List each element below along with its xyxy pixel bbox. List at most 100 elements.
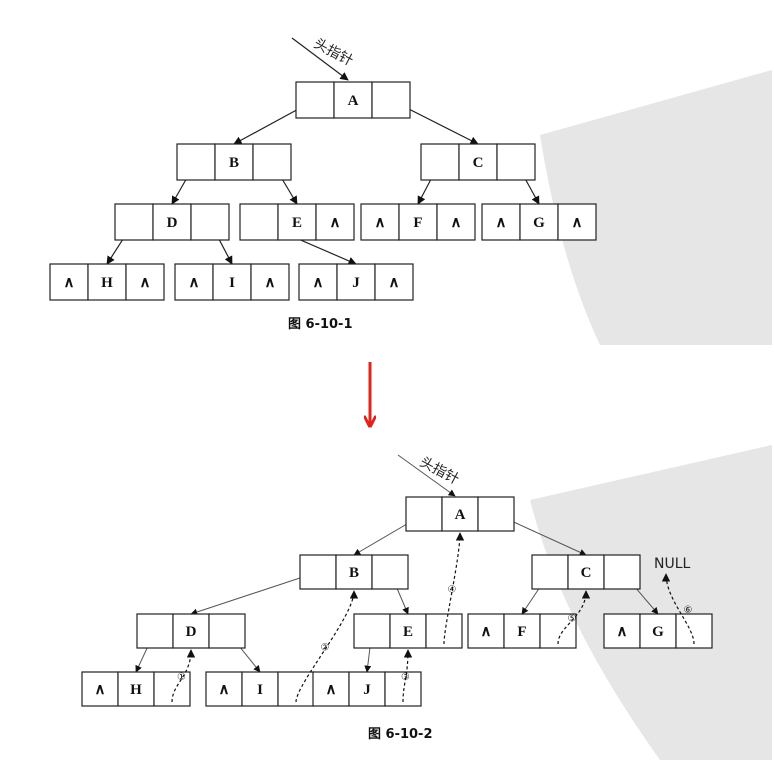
- fig1-node-G-cell-2: [557, 203, 597, 241]
- fig2-node-F-left: ∧: [481, 624, 492, 640]
- fig2-edge-B-D: [190, 571, 319, 616]
- figure2-head-pointer: 头指针: [397, 454, 462, 497]
- thread-J-E: [402, 649, 413, 703]
- fig1-node-J-left: ∧: [313, 275, 324, 291]
- figure1-head-pointer: 头指针: [291, 36, 356, 81]
- fig1-node-C-label: C: [473, 155, 484, 171]
- fig1-node-B-label: B: [229, 155, 239, 171]
- fig1-node-E: E∧: [239, 203, 355, 241]
- fig1-node-D-cell-0: [114, 203, 154, 241]
- fig1-node-F-cell-2: [436, 203, 476, 241]
- fig1-node-E-label: E: [292, 215, 302, 231]
- fig1-node-I-cell-0: [174, 263, 214, 301]
- fig1-node-J-right: ∧: [389, 275, 400, 291]
- fig1-node-J-cell-2: [374, 263, 414, 301]
- fig2-node-J-cell-2: [384, 671, 422, 707]
- fig2-node-I-cell-1: [241, 671, 279, 707]
- fig2-node-G-cell-0: [603, 613, 641, 649]
- fig1-node-G-right: ∧: [572, 215, 583, 231]
- fig2-node-H: ∧H: [81, 671, 191, 707]
- fig2-node-A-cell-1: [441, 496, 479, 532]
- fig2-node-J: ∧J: [312, 671, 422, 707]
- fig2-node-C-label: C: [581, 565, 592, 581]
- fig1-node-I-left: ∧: [189, 275, 200, 291]
- thread-F-C: [557, 590, 591, 645]
- fig2-node-G-label: G: [652, 624, 664, 640]
- fig2-node-D: D: [136, 613, 246, 649]
- fig2-node-E: E: [353, 613, 463, 649]
- fig1-node-E-cell-2: [315, 203, 355, 241]
- fig2-node-B-cell-0: [299, 554, 337, 590]
- fig2-node-E-cell-1: [389, 613, 427, 649]
- thread-number-1: ①: [177, 672, 186, 683]
- fig1-node-D-cell-2: [190, 203, 230, 241]
- fig1-node-I-label: I: [229, 275, 235, 291]
- figure1-caption: 图 6-10-1: [288, 317, 353, 332]
- fig1-node-H-label: H: [101, 275, 113, 291]
- fig2-node-C-cell-0: [531, 554, 569, 590]
- fig2-node-A-cell-0: [405, 496, 443, 532]
- fig1-node-H-cell-0: [49, 263, 89, 301]
- thread-E-A: [443, 532, 465, 645]
- fig2-node-C: C: [531, 554, 641, 590]
- fig2-node-F-cell-0: [467, 613, 505, 649]
- fig1-node-F: ∧F∧: [360, 203, 476, 241]
- fig1-node-J: ∧ J ∧: [298, 263, 414, 301]
- fig2-node-B: B: [299, 554, 409, 590]
- fig2-node-A-cell-2: [477, 496, 515, 532]
- fig1-node-E-cell-1: [277, 203, 317, 241]
- fig2-node-F-label: F: [517, 624, 526, 640]
- fig2-node-E-cell-2: [425, 613, 463, 649]
- fig1-node-C-cell-2: [496, 143, 536, 181]
- fig2-node-B-cell-2: [371, 554, 409, 590]
- fig1-node-H-cell-2: [125, 263, 165, 301]
- watermark: [530, 70, 772, 760]
- fig1-node-D-cell-1: [152, 203, 192, 241]
- fig1-node-C: C: [420, 143, 536, 181]
- thread-H-D: [171, 649, 196, 703]
- fig1-node-D: D: [114, 203, 230, 241]
- fig2-node-I-label: I: [257, 682, 263, 698]
- thread-number-2: ②: [321, 643, 330, 654]
- fig1-node-F-label: F: [413, 215, 422, 231]
- fig1-node-E-right: ∧: [330, 215, 341, 231]
- fig1-node-G-label: G: [533, 215, 545, 231]
- fig2-node-B-label: B: [349, 565, 359, 581]
- fig1-node-J-label: J: [352, 275, 360, 291]
- fig1-node-G: ∧G∧: [481, 203, 597, 241]
- fig2-node-I-left: ∧: [219, 682, 230, 698]
- fig2-node-G-left: ∧: [617, 624, 628, 640]
- fig1-node-H-left: ∧: [64, 275, 75, 291]
- fig1-node-I-cell-2: [250, 263, 290, 301]
- fig2-node-I-cell-0: [205, 671, 243, 707]
- fig1-node-F-left: ∧: [375, 215, 386, 231]
- fig2-node-H-left: ∧: [95, 682, 106, 698]
- fig2-node-E-cell-0: [353, 613, 391, 649]
- head-pointer-label-2: 头指针: [417, 454, 462, 488]
- fig1-node-B-cell-2: [252, 143, 292, 181]
- fig2-node-G: ∧G: [603, 613, 713, 649]
- fig2-node-D-cell-0: [136, 613, 174, 649]
- head-pointer-label: 头指针: [311, 36, 356, 70]
- fig2-node-I: ∧I: [205, 671, 315, 707]
- fig1-node-A: A: [295, 81, 411, 119]
- fig2-node-H-cell-0: [81, 671, 119, 707]
- thread-G-NULL: [661, 573, 695, 645]
- fig2-node-H-label: H: [130, 682, 142, 698]
- fig2-node-G-cell-1: [639, 613, 677, 649]
- fig1-node-B-cell-0: [176, 143, 216, 181]
- fig2-node-D-label: D: [186, 624, 197, 640]
- fig1-node-G-cell-0: [481, 203, 521, 241]
- thread-number-3: ③: [401, 672, 410, 683]
- fig2-node-J-left: ∧: [326, 682, 337, 698]
- fig2-node-F: ∧F: [467, 613, 577, 649]
- thread-number-5: ⑤: [568, 614, 577, 625]
- fig1-node-A-cell-2: [371, 81, 411, 119]
- fig1-node-I: ∧I∧: [174, 263, 290, 301]
